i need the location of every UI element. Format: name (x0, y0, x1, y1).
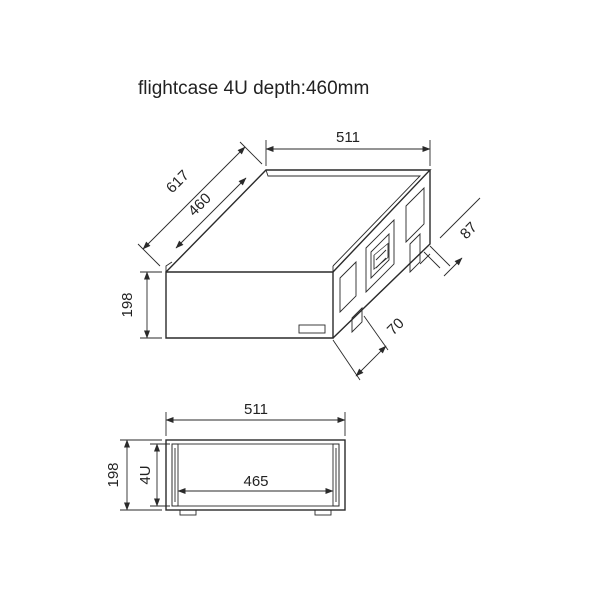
dim-label-70: 70 (384, 315, 408, 339)
side-handle (365, 218, 395, 294)
dim-handle-offset: 70 (332, 315, 408, 381)
foot-left (179, 509, 197, 516)
dim-label-198-iso: 198 (119, 292, 136, 317)
dim-handle-height: 87 (419, 197, 481, 277)
front-view: 511 465 198 4U (105, 401, 346, 516)
front-outer-frame (165, 439, 346, 511)
dim-inner-width: 465 (177, 473, 334, 494)
dim-rack-units: 4U (137, 443, 170, 507)
drawing-title: flightcase 4U depth:460mm (138, 78, 370, 99)
front-label-plate (298, 324, 326, 334)
dim-width-front: 511 (165, 401, 346, 436)
dim-width-iso: 511 (265, 129, 431, 166)
dim-label-4u: 4U (137, 465, 154, 484)
dim-label-460: 460 (185, 190, 215, 220)
dim-label-87: 87 (457, 219, 481, 243)
left-rack-rail (171, 443, 179, 507)
isometric-view: 511 617 460 198 87 (119, 129, 481, 381)
right-rack-rail (332, 443, 340, 507)
dim-inner-depth: 460 (175, 177, 247, 249)
side-corner-panels (339, 186, 425, 334)
dim-height-iso: 198 (119, 271, 162, 339)
dim-label-198-front: 198 (105, 462, 122, 487)
dim-height-front: 198 (105, 439, 162, 511)
dim-label-511-iso: 511 (336, 129, 360, 146)
foot-right (314, 509, 332, 516)
dim-label-511-front: 511 (244, 401, 268, 418)
case-body (165, 169, 432, 339)
dim-label-617: 617 (163, 167, 193, 197)
dim-label-465: 465 (243, 473, 268, 490)
